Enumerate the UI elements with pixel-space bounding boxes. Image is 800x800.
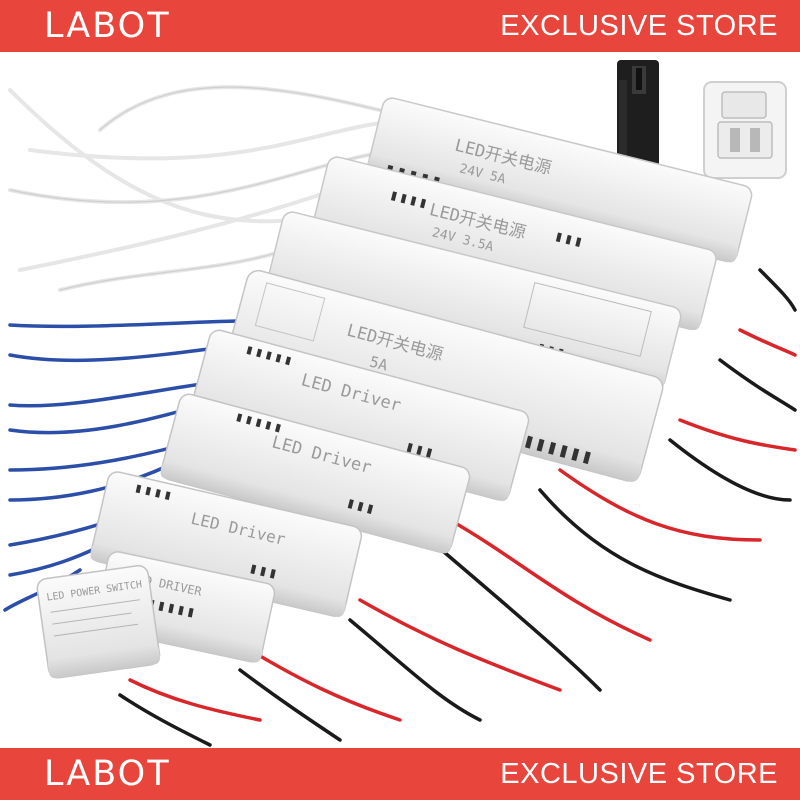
store-tagline: EXCLUSIVE STORE xyxy=(500,9,778,42)
switch-5a-rating: 5A xyxy=(368,353,390,375)
brand-logo: LABOT xyxy=(44,5,171,46)
footer-brand-logo: LABOT xyxy=(44,753,171,794)
top-banner: LABOT EXCLUSIVE STORE xyxy=(0,0,800,52)
red-black-wires xyxy=(118,268,797,747)
driver-led-b: LED Driver xyxy=(160,393,471,554)
footer-store-tagline: EXCLUSIVE STORE xyxy=(500,757,778,790)
driver-power-switch: LED POWER SWITCH xyxy=(36,564,161,679)
product-photo: LED开关电源 24V 5A LED开关电源 24V 3.5A xyxy=(0,52,800,748)
connector-white xyxy=(703,81,787,179)
bottom-banner: LABOT EXCLUSIVE STORE xyxy=(0,748,800,800)
